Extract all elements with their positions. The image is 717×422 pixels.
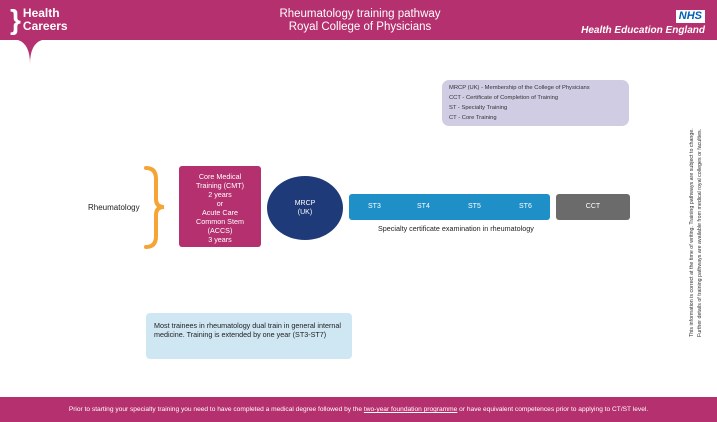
nhs-badge: NHS <box>675 10 705 23</box>
footer-bar: Prior to starting your specialty trainin… <box>0 397 717 422</box>
curly-brace-icon <box>144 166 165 249</box>
mrcp-line2: (UK) <box>297 209 313 216</box>
specialty-label: Rheumatology <box>88 203 140 212</box>
core-training-line: Common Stem <box>196 217 244 226</box>
logo-line2: Careers <box>22 19 68 33</box>
mrcp-circle: MRCP (UK) <box>267 176 343 240</box>
footer-text-after: or have equivalent competences prior to … <box>457 406 649 413</box>
core-training-line: 3 years <box>208 235 232 244</box>
nhs-logo: NHS Health Education England <box>581 6 705 36</box>
disclaimer-line2: Further details of training pathways are… <box>697 128 703 337</box>
disclaimer-line1: This information is correct at the time … <box>689 128 695 337</box>
mrcp-line1: MRCP <box>294 200 316 207</box>
logo-bracket-icon: } <box>10 4 21 35</box>
core-training-box: Core Medical Training (CMT) 2 years or A… <box>179 166 261 247</box>
logo-line1: Health <box>22 6 60 20</box>
core-training-line: Training (CMT) <box>195 181 245 190</box>
stage-st5: ST5 <box>468 203 481 210</box>
header-bar: } Health Careers Rheumatology training p… <box>0 0 717 40</box>
nhs-org-name: Health Education England <box>581 25 705 36</box>
core-training-line: 2 years <box>208 190 232 199</box>
legend-item: ST - Specialty Training <box>449 105 508 111</box>
health-careers-logo[interactable]: } Health Careers <box>10 4 68 35</box>
stage-st6: ST6 <box>519 203 532 210</box>
abbreviation-legend: MRCP (UK) - Membership of the College of… <box>442 80 629 126</box>
footer-text-before: Prior to starting your specialty trainin… <box>68 406 364 413</box>
stage-st3: ST3 <box>368 203 381 210</box>
legend-item: CT - Core Training <box>449 115 497 121</box>
page-title: Rheumatology training pathway Royal Coll… <box>200 8 520 34</box>
title-line2: Royal College of Physicians <box>288 21 432 33</box>
cct-box: CCT <box>556 194 630 220</box>
header-notch-shape <box>18 40 42 64</box>
exam-label: Specialty certificate examination in rhe… <box>378 224 534 233</box>
core-training-line: or <box>216 199 224 208</box>
foundation-programme-link[interactable]: two-year foundation programme <box>363 406 458 413</box>
core-training-line: Core Medical <box>198 172 242 181</box>
core-training-line: (ACCS) <box>207 226 233 235</box>
title-line1: Rheumatology training pathway <box>279 8 441 20</box>
specialty-training-bar: ST3 ST4 ST5 ST6 <box>349 194 550 220</box>
legend-item: CCT - Certificate of Completion of Train… <box>449 95 559 101</box>
core-training-line: Acute Care <box>202 208 238 217</box>
dual-training-note: Most trainees in rheumatology dual train… <box>146 313 352 359</box>
legend-item: MRCP (UK) - Membership of the College of… <box>449 85 590 91</box>
disclaimer-vertical: This information is correct at the time … <box>688 97 716 337</box>
stage-st4: ST4 <box>417 203 430 210</box>
